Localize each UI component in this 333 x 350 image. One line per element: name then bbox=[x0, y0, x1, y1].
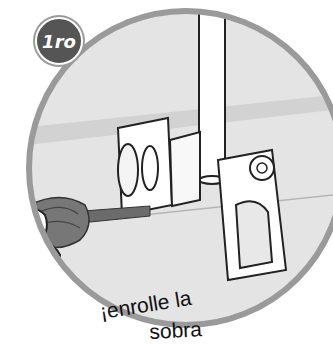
step-number: 1ro bbox=[42, 31, 76, 52]
clamp-hole bbox=[236, 201, 272, 268]
knob bbox=[250, 156, 274, 180]
post bbox=[199, 0, 225, 180]
background-disc bbox=[29, 11, 333, 325]
roller-knob bbox=[142, 146, 158, 190]
buckle-plate bbox=[170, 132, 200, 206]
roller bbox=[118, 144, 138, 196]
badge-disc bbox=[36, 18, 82, 64]
instruction-text: sobra bbox=[149, 317, 203, 344]
hand bbox=[0, 208, 60, 341]
finger-lines bbox=[20, 240, 45, 310]
frame-ring bbox=[29, 11, 333, 325]
badge-rim bbox=[33, 15, 85, 67]
step-badge: 1ro bbox=[32, 14, 86, 68]
knob-center bbox=[257, 163, 267, 173]
buckle-body bbox=[118, 118, 172, 215]
clamp bbox=[218, 150, 286, 280]
